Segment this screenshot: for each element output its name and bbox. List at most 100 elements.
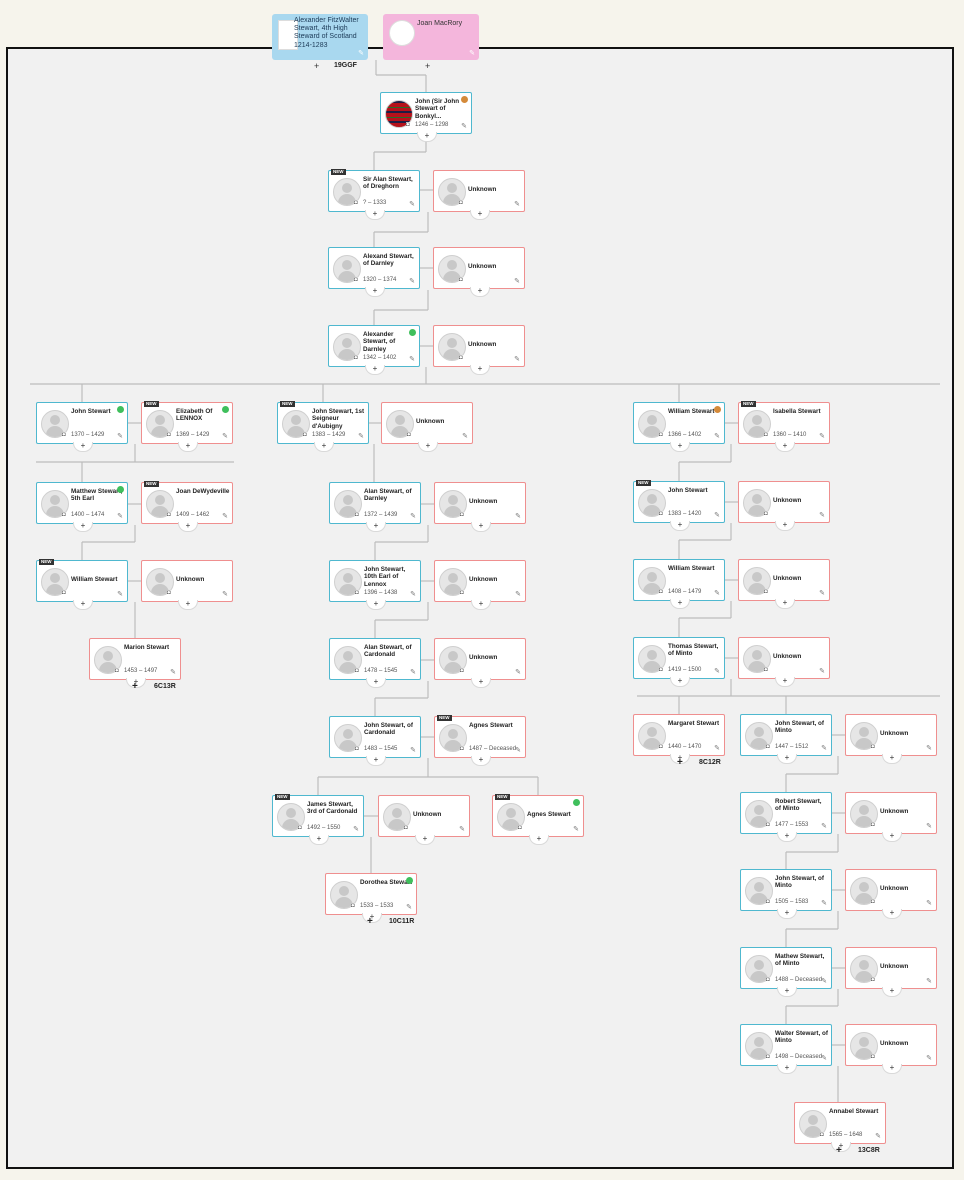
camera-icon[interactable]: ◘ [355, 512, 359, 519]
person-card-unk-14[interactable]: ◘Unknown✎+ [845, 792, 937, 842]
camera-icon[interactable]: ◘ [659, 589, 663, 596]
camera-icon[interactable]: ◘ [62, 432, 66, 439]
camera-icon[interactable]: ◘ [871, 1054, 875, 1061]
person-card-william-1[interactable]: ◘William Stewart✎+NEW [36, 559, 128, 610]
edit-icon[interactable]: ✎ [926, 745, 932, 752]
camera-icon[interactable]: ◘ [871, 977, 875, 984]
edit-icon[interactable]: ✎ [821, 745, 827, 752]
edit-icon[interactable]: ✎ [926, 978, 932, 985]
edit-icon[interactable]: ✎ [514, 201, 520, 208]
edit-icon[interactable]: ✎ [714, 433, 720, 440]
edit-icon[interactable]: ✎ [926, 1055, 932, 1062]
camera-icon[interactable]: ◘ [460, 668, 464, 675]
camera-icon[interactable]: ◘ [298, 825, 302, 832]
camera-icon[interactable]: ◘ [167, 432, 171, 439]
camera-icon[interactable]: ◘ [406, 122, 410, 129]
edit-icon[interactable]: ✎ [406, 904, 412, 911]
camera-icon[interactable]: ◘ [355, 668, 359, 675]
person-card-unk-9[interactable]: ◘Unknown✎+ [378, 795, 470, 845]
camera-icon[interactable]: ◘ [766, 744, 770, 751]
edit-icon[interactable]: ✎ [819, 668, 825, 675]
edit-icon[interactable]: ✎ [117, 591, 123, 598]
record-hint-icon[interactable] [117, 406, 124, 413]
edit-icon[interactable]: ✎ [821, 978, 827, 985]
person-card-unk-4[interactable]: ◘Unknown✎+ [141, 560, 233, 610]
edit-icon[interactable]: ✎ [358, 50, 364, 57]
edit-icon[interactable]: ✎ [410, 747, 416, 754]
edit-icon[interactable]: ✎ [819, 512, 825, 519]
edit-icon[interactable]: ✎ [821, 900, 827, 907]
edit-icon[interactable]: ✎ [459, 826, 465, 833]
person-card-unk-5[interactable]: ◘Unknown✎+ [381, 402, 473, 452]
camera-icon[interactable]: ◘ [62, 512, 66, 519]
edit-icon[interactable]: ✎ [409, 278, 415, 285]
edit-icon[interactable]: ✎ [819, 590, 825, 597]
edit-icon[interactable]: ✎ [714, 590, 720, 597]
edit-icon[interactable]: ✎ [573, 826, 579, 833]
person-card-alan-dreghorn[interactable]: ◘Sir Alan Stewart, of Dreghorn? – 1333✎+… [328, 169, 420, 220]
camera-icon[interactable]: ◘ [355, 746, 359, 753]
person-card-unk-11[interactable]: ◘Unknown✎+ [738, 559, 830, 609]
edit-icon[interactable]: ✎ [222, 513, 228, 520]
camera-icon[interactable]: ◘ [355, 590, 359, 597]
edit-icon[interactable]: ✎ [461, 123, 467, 130]
edit-icon[interactable]: ✎ [515, 591, 521, 598]
edit-icon[interactable]: ✎ [514, 278, 520, 285]
add-child-button[interactable]: + [132, 681, 138, 692]
edit-icon[interactable]: ✎ [821, 823, 827, 830]
camera-icon[interactable]: ◘ [354, 200, 358, 207]
person-card-unk-8[interactable]: ◘Unknown✎+ [434, 638, 526, 688]
edit-icon[interactable]: ✎ [515, 513, 521, 520]
camera-icon[interactable]: ◘ [459, 200, 463, 207]
edit-icon[interactable]: ✎ [117, 513, 123, 520]
camera-icon[interactable]: ◘ [351, 903, 355, 910]
person-card-unk-2[interactable]: ◘Unknown✎+ [433, 247, 525, 297]
camera-icon[interactable]: ◘ [764, 589, 768, 596]
edit-icon[interactable]: ✎ [821, 1055, 827, 1062]
camera-icon[interactable]: ◘ [115, 668, 119, 675]
person-card-unk-13[interactable]: ◘Unknown✎+ [845, 714, 937, 764]
edit-icon[interactable]: ✎ [222, 591, 228, 598]
camera-icon[interactable]: ◘ [459, 355, 463, 362]
camera-icon[interactable]: ◘ [871, 899, 875, 906]
camera-icon[interactable]: ◘ [407, 432, 411, 439]
person-card-joan-macrory[interactable]: Joan MacRory ✎ + [383, 14, 479, 71]
edit-icon[interactable]: ✎ [819, 433, 825, 440]
person-card-unk-15[interactable]: ◘Unknown✎+ [845, 869, 937, 919]
record-hint-icon[interactable] [406, 877, 413, 884]
camera-icon[interactable]: ◘ [659, 667, 663, 674]
add-parent-button[interactable]: + [425, 61, 431, 71]
person-card-unk-16[interactable]: ◘Unknown✎+ [845, 947, 937, 997]
edit-icon[interactable]: ✎ [409, 356, 415, 363]
camera-icon[interactable]: ◘ [659, 511, 663, 518]
edit-icon[interactable]: ✎ [410, 669, 416, 676]
edit-icon[interactable]: ✎ [409, 201, 415, 208]
person-card-unk-7[interactable]: ◘Unknown✎+ [434, 560, 526, 610]
edit-icon[interactable]: ✎ [875, 1133, 881, 1140]
person-card-unk-17[interactable]: ◘Unknown✎+ [845, 1024, 937, 1074]
edit-icon[interactable]: ✎ [714, 745, 720, 752]
camera-icon[interactable]: ◘ [354, 355, 358, 362]
camera-icon[interactable]: ◘ [404, 825, 408, 832]
camera-icon[interactable]: ◘ [303, 432, 307, 439]
person-card-john-bonkyl[interactable]: ◘John (Sir John Stewart of Bonkyl...1246… [380, 92, 472, 142]
